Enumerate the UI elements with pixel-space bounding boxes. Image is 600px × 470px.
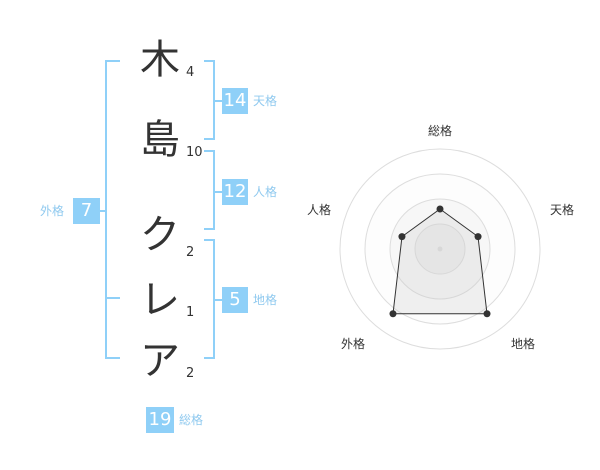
radar-series-polygon (392, 208, 488, 315)
radar-point-1 (436, 205, 444, 213)
stroke-count-1: 4 (186, 65, 195, 80)
gaikaku-badge: 7 (73, 198, 100, 224)
stroke-count-3: 2 (186, 245, 195, 260)
radar-axis-label-gaikaku: 外格 (341, 337, 366, 351)
tenkaku-badge: 14 (222, 88, 248, 114)
radar-center-dot (437, 246, 443, 252)
radar-axis-label-chikaku: 地格 (511, 337, 536, 351)
radar-point-4 (389, 310, 397, 318)
radar-point-5 (398, 233, 406, 241)
name-char-5: ア (140, 338, 180, 384)
name-char-1: 木 (140, 37, 180, 83)
soukaku-badge: 19 (146, 407, 174, 433)
name-char-3: ク (140, 212, 180, 258)
tenkaku-label: 天格 (253, 94, 278, 108)
radar-axis-label-soukaku: 総格 (428, 124, 453, 138)
name-char-2: 島 (140, 117, 180, 163)
jinkaku-badge: 12 (222, 179, 248, 205)
radar-axis-label-tenkaku: 天格 (550, 203, 575, 217)
name-char-4: レ (140, 277, 180, 323)
soukaku-label: 総格 (179, 413, 204, 427)
stroke-count-5: 2 (186, 366, 195, 381)
radar-axis-label-jinkaku: 人格 (307, 203, 332, 217)
chikaku-label: 地格 (253, 293, 278, 307)
radar-point-2 (474, 233, 482, 241)
stroke-count-2: 10 (186, 145, 203, 160)
jinkaku-label: 人格 (253, 185, 278, 199)
chikaku-badge: 5 (222, 287, 248, 313)
radar-point-3 (483, 310, 491, 318)
gaikaku-label: 外格 (40, 204, 65, 218)
stroke-count-4: 1 (186, 305, 195, 320)
